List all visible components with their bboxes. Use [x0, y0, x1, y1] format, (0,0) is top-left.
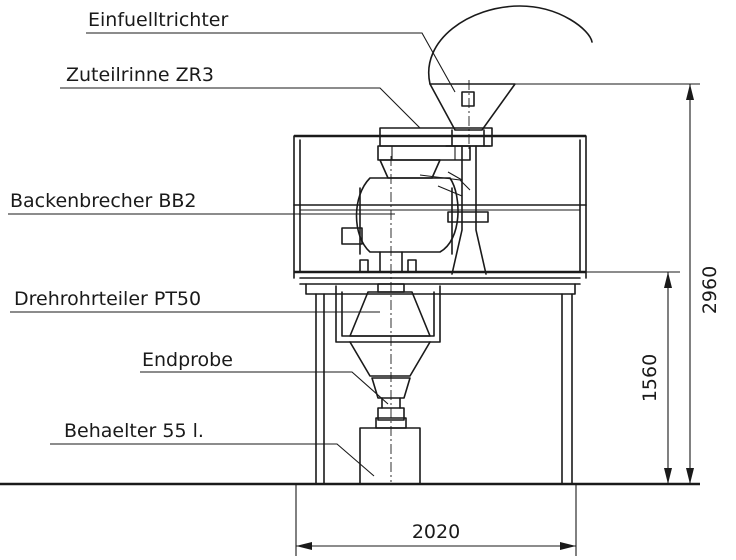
label-divider: Drehrohrteiler PT50: [14, 288, 201, 310]
dim-width: 2020: [412, 521, 460, 543]
dim-total-height: 2960: [699, 266, 721, 314]
label-crusher: Backenbrecher BB2: [10, 190, 197, 212]
feeder-chute: [377, 127, 493, 161]
hopper: [427, 5, 593, 147]
dimension-width: [295, 484, 577, 556]
rotary-divider: [335, 283, 441, 377]
label-feeder: Zuteilrinne ZR3: [66, 64, 214, 86]
label-container: Behaelter 55 l.: [64, 420, 204, 442]
leader-lines: [8, 32, 456, 477]
drop-tube: [437, 145, 489, 275]
machine-frame: [293, 134, 587, 485]
dim-platform-height: 1560: [639, 354, 661, 402]
label-sample: Endprobe: [142, 349, 233, 371]
label-hopper: Einfuelltrichter: [88, 9, 228, 31]
dimension-platform-height: [586, 271, 680, 484]
sample-container: [359, 417, 421, 485]
dimension-total-height: [515, 83, 700, 484]
jaw-crusher: [341, 159, 471, 273]
